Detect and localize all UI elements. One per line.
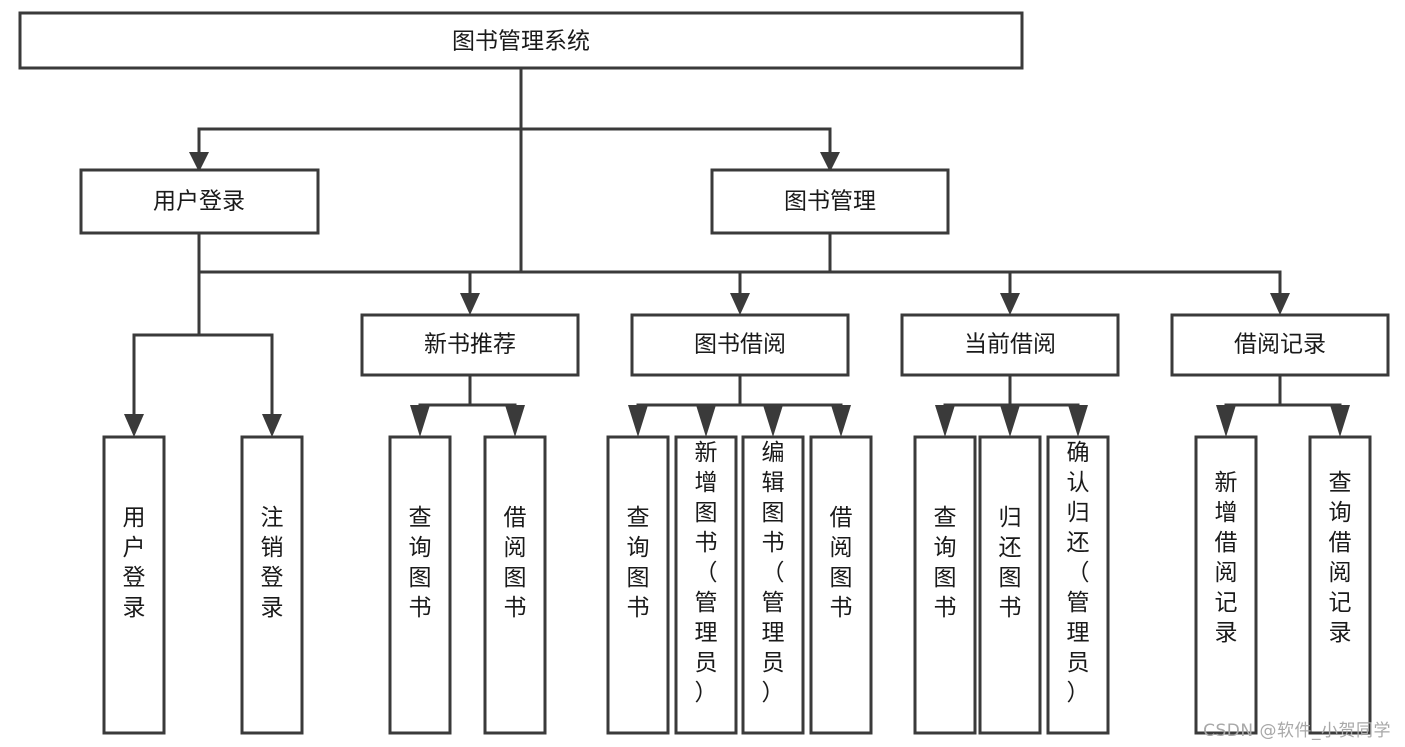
- leaf-return-book-box[interactable]: [978, 435, 1042, 735]
- arrowhead-leaf-query-record: [1330, 405, 1350, 437]
- node-new-book-recommend[interactable]: 新书推荐: [360, 313, 580, 377]
- leaf-return-book[interactable]: 归还图书: [978, 435, 1042, 735]
- node-borrow-record-box[interactable]: [1170, 313, 1390, 377]
- leaf-add-book[interactable]: 新增图书（管理员）: [674, 435, 738, 735]
- leaf-add-book-label: 新增图书（管理员）: [695, 440, 718, 706]
- leaf-borrow-book-2-label: 借阅图书: [830, 505, 853, 621]
- arrowhead-book-manage: [820, 152, 840, 172]
- arrowhead-borrow-record: [1270, 293, 1290, 315]
- arrowhead-leaf-return-book: [1000, 405, 1020, 437]
- node-borrow-record[interactable]: 借阅记录: [1170, 313, 1390, 377]
- node-user-login-label: 用户登录: [153, 189, 245, 215]
- node-borrow-record-label: 借阅记录: [1234, 332, 1326, 358]
- leaf-user-logout-label: 注销登录: [261, 505, 284, 621]
- node-book-borrow-box[interactable]: [630, 313, 850, 377]
- arrowhead-book-borrow: [730, 293, 750, 315]
- arrowhead-leaf-user-logout: [262, 414, 282, 437]
- leaf-query-book-2-label: 查询图书: [627, 505, 650, 621]
- arrowhead-leaf-add-book: [696, 405, 716, 437]
- leaf-user-login-label: 用户登录: [123, 505, 146, 621]
- leaf-query-book-2[interactable]: 查询图书: [606, 435, 670, 735]
- arrowhead-leaf-edit-book: [763, 405, 783, 437]
- leaf-query-book-3-label: 查询图书: [934, 505, 957, 621]
- leaf-query-book-1-box[interactable]: [388, 435, 452, 735]
- leaf-borrow-book-1-label: 借阅图书: [504, 505, 527, 621]
- arrowhead-current-borrow: [1000, 293, 1020, 315]
- node-new-book-recommend-label: 新书推荐: [424, 332, 516, 358]
- node-current-borrow[interactable]: 当前借阅: [900, 313, 1120, 377]
- leaf-edit-book-label: 编辑图书（管理员）: [762, 440, 785, 706]
- arrowhead-leaf-user-login: [124, 414, 144, 437]
- leaf-add-record-box[interactable]: [1194, 435, 1258, 735]
- arrowhead-leaf-query-book-1: [410, 405, 430, 437]
- node-user-login-box[interactable]: [79, 168, 320, 235]
- leaf-return-book-label: 归还图书: [999, 505, 1022, 621]
- leaf-add-record-label: 新增借阅记录: [1215, 470, 1238, 646]
- arrowhead-leaf-confirm-return: [1068, 405, 1088, 437]
- leaf-user-logout[interactable]: 注销登录: [240, 435, 304, 735]
- leaf-confirm-return-label: 确认归还（管理员）: [1067, 440, 1090, 706]
- leaf-add-book-box[interactable]: [674, 435, 738, 735]
- node-book-borrow-label: 图书借阅: [694, 332, 786, 358]
- leaf-borrow-book-2[interactable]: 借阅图书: [809, 435, 873, 735]
- leaf-query-record-label: 查询借阅记录: [1329, 470, 1352, 646]
- csdn-watermark: CSDN @软件_小贺同学: [1203, 721, 1391, 741]
- leaf-user-login[interactable]: 用户登录: [102, 435, 166, 735]
- arrowhead-leaf-borrow-book-2: [831, 405, 851, 437]
- node-root-box[interactable]: [18, 11, 1024, 70]
- node-root-label: 图书管理系统: [452, 29, 590, 55]
- leaf-borrow-book-2-box[interactable]: [809, 435, 873, 735]
- leaf-confirm-return[interactable]: 确认归还（管理员）: [1046, 435, 1110, 735]
- leaf-confirm-return-box[interactable]: [1046, 435, 1110, 735]
- connector-layer: [124, 66, 1350, 437]
- leaf-borrow-book-1-box[interactable]: [483, 435, 547, 735]
- node-current-borrow-box[interactable]: [900, 313, 1120, 377]
- leaf-query-book-2-box[interactable]: [606, 435, 670, 735]
- leaf-borrow-book-1[interactable]: 借阅图书: [483, 435, 547, 735]
- leaf-query-book-1-label: 查询图书: [409, 505, 432, 621]
- arrowhead-leaf-add-record: [1216, 405, 1236, 437]
- node-root[interactable]: 图书管理系统: [18, 11, 1024, 70]
- arrowhead-user-login: [189, 152, 209, 172]
- leaf-edit-book-box[interactable]: [741, 435, 805, 735]
- leaf-add-record[interactable]: 新增借阅记录: [1194, 435, 1258, 735]
- arrowhead-leaf-query-book-3: [935, 405, 955, 437]
- arrowhead-leaf-query-book-2: [628, 405, 648, 437]
- node-book-borrow[interactable]: 图书借阅: [630, 313, 850, 377]
- node-user-login[interactable]: 用户登录: [79, 168, 320, 235]
- arrowhead-new-book: [460, 293, 480, 315]
- leaf-edit-book[interactable]: 编辑图书（管理员）: [741, 435, 805, 735]
- node-new-book-recommend-box[interactable]: [360, 313, 580, 377]
- leaf-user-logout-box[interactable]: [240, 435, 304, 735]
- leaf-query-book-1[interactable]: 查询图书: [388, 435, 452, 735]
- leaf-query-book-3-box[interactable]: [913, 435, 977, 735]
- node-book-manage[interactable]: 图书管理: [710, 168, 950, 235]
- leaf-query-record[interactable]: 查询借阅记录: [1308, 435, 1372, 735]
- leaf-user-login-box[interactable]: [102, 435, 166, 735]
- leaf-query-record-box[interactable]: [1308, 435, 1372, 735]
- node-book-manage-label: 图书管理: [784, 189, 876, 215]
- arrowhead-leaf-borrow-book-1: [505, 405, 525, 437]
- node-book-manage-box[interactable]: [710, 168, 950, 235]
- node-current-borrow-label: 当前借阅: [964, 332, 1056, 358]
- leaf-query-book-3[interactable]: 查询图书: [913, 435, 977, 735]
